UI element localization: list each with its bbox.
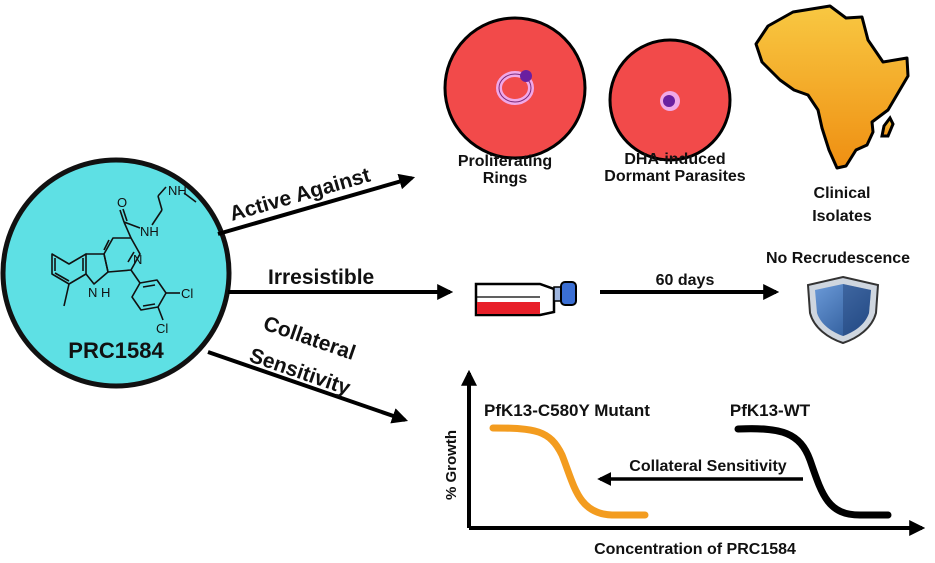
duration-label: 60 days [656,272,715,289]
y-axis-label: % Growth [443,430,460,500]
africa-map-icon [754,4,910,170]
culture-medium [477,302,540,314]
collateral-arrow [207,350,409,424]
shield-icon [806,275,880,345]
active-arrow [217,173,416,236]
compound-circle [0,157,232,389]
mutant-curve [489,424,649,519]
ring-outline [498,73,532,103]
atom-methyl-nh: NH [168,183,187,198]
atom-chlorine-top: Cl [181,286,193,301]
x-axis-label: Concentration of PRC1584 [594,541,796,558]
target-label-2-line2: Dormant Parasites [604,168,745,185]
chemical-structure [51,186,197,321]
dormant-parasite-cell [608,38,732,162]
atom-chlorine-bottom: Cl [156,321,168,336]
atom-pyridine-n: N [133,252,142,267]
proliferating-ring-cell [443,16,587,160]
compound-node: O NH NH N N H Cl Cl PRC1584 [0,157,232,389]
parasite-nucleus [520,70,532,82]
wt-curve [734,425,892,519]
target-label-1-line1: Proliferating [458,153,552,170]
atom-indole-n: N [88,285,97,300]
dormant-parasite [663,95,675,107]
flask-cap [560,281,577,306]
irresistible-label: Irresistible [268,266,374,289]
shift-label-bg [613,456,803,475]
atom-oxygen: O [117,195,127,210]
target-label-1-line2: Rings [483,170,528,187]
atom-indole-h: H [101,285,110,300]
target-label-3-line2: Isolates [812,208,872,225]
mutant-label: PfK13-C580Y Mutant [484,401,650,420]
target-label-3-line1: Clinical [814,185,871,202]
shift-label: Collateral Sensitivity [629,458,786,475]
red-blood-cell [443,16,587,160]
wt-label: PfK13-WT [730,401,811,420]
atom-amide-nh: NH [140,224,159,239]
culture-flask-icon [474,281,577,317]
madagascar-icon [880,115,895,138]
compound-name: PRC1584 [68,338,164,363]
target-label-2-line1: DHA-induced [624,151,725,168]
dose-response-graph: % Growth Concentration of PRC1584 PfK13-… [443,369,926,558]
outcome-label: No Recrudescence [766,250,910,267]
